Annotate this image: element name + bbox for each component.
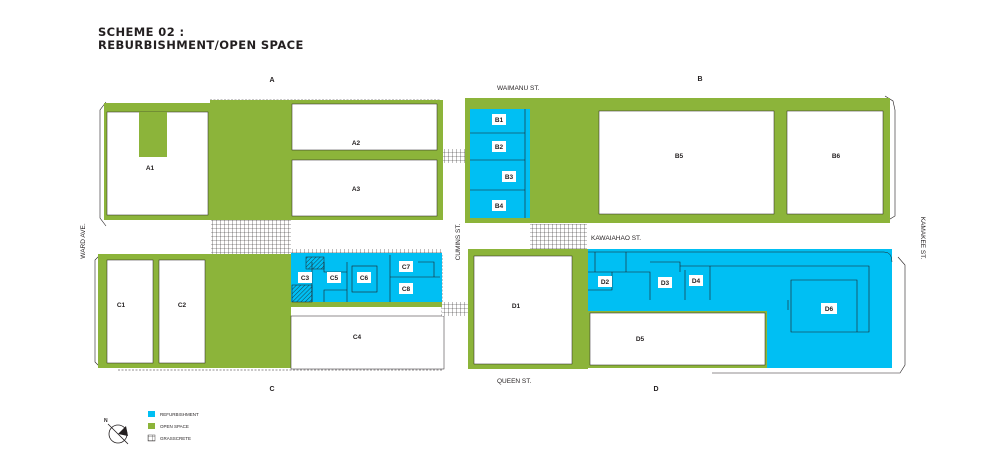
tag-c3 (298, 272, 312, 283)
block-label-b: B (697, 76, 702, 83)
d-dividers (588, 252, 870, 333)
building-c4 (290, 315, 445, 370)
legend-label-grasscrete: GRASSCRETE (160, 436, 191, 441)
tag-d6 (821, 303, 837, 314)
block-label-a: A (269, 77, 274, 84)
label-c5: C5 (330, 275, 339, 282)
label-b2: B2 (495, 144, 504, 151)
north-pointer (118, 426, 128, 436)
tag-d3 (658, 277, 672, 288)
street-cumins: CUMINS ST. (455, 223, 462, 260)
legend-label-refurbishment: REFURBISHMENT (160, 412, 199, 417)
c-grasscrete-strip (291, 249, 442, 253)
building-c6 (351, 265, 378, 293)
block-a (99, 99, 443, 227)
street-queen: QUEEN ST. (497, 378, 532, 385)
tag-c5 (327, 272, 341, 283)
label-d5: D5 (636, 336, 645, 343)
legend-label-open-space: OPEN SPACE (160, 424, 189, 429)
d-outline-top (588, 251, 893, 263)
street-kamakee: KAMAKEE ST. (919, 217, 926, 260)
tag-b2 (492, 141, 506, 152)
legend-swatch-refurbishment (148, 411, 155, 417)
block-b (465, 95, 896, 223)
label-b6: B6 (832, 153, 841, 160)
label-c3: C3 (301, 275, 310, 282)
building-d5 (589, 312, 766, 366)
legend-swatch-grasscrete (147, 434, 156, 442)
c3-hatch-lower (291, 284, 313, 303)
label-b1: B1 (495, 117, 504, 124)
label-c6: C6 (360, 275, 369, 282)
tag-b1 (492, 114, 506, 125)
grasscrete-a-b-link (443, 149, 465, 163)
label-d6: D6 (825, 306, 834, 313)
block-d (468, 249, 906, 374)
label-d1: D1 (512, 303, 521, 310)
grasscrete-kawaiahao-crossing (530, 224, 587, 249)
label-d2: D2 (601, 279, 610, 286)
a1-courtyard (139, 112, 167, 157)
label-a3: A3 (352, 186, 361, 193)
tag-c6 (357, 272, 371, 283)
block-d-curb (712, 256, 906, 374)
label-b3: B3 (505, 174, 514, 181)
label-b4: B4 (495, 203, 504, 210)
building-a2 (291, 103, 438, 151)
label-c8: C8 (402, 286, 411, 293)
page-title: SCHEME 02 : REBURBISHMENT/OPEN SPACE (98, 26, 304, 52)
tag-d2 (598, 276, 612, 287)
block-c (94, 249, 445, 371)
c-dividers-east (389, 255, 440, 302)
c3-hatch-upper (305, 256, 325, 270)
label-c4: C4 (353, 334, 362, 341)
building-a3 (291, 159, 438, 217)
grasscrete-c-d-link (442, 302, 468, 316)
block-c-curb (94, 254, 101, 368)
north-label: N (104, 418, 108, 424)
block-a-curb (99, 101, 107, 227)
block-label-d: D (653, 386, 658, 393)
title-line-2: REBURBISHMENT/OPEN SPACE (98, 38, 304, 52)
building-b6 (786, 110, 884, 215)
grasscrete-ward-crossing (211, 220, 291, 254)
legend: REFURBISHMENT OPEN SPACE GRASSCRETE (147, 411, 199, 442)
tag-d4 (689, 275, 703, 286)
north-arrow: N (104, 418, 129, 445)
tag-c7 (399, 261, 413, 272)
label-a2: A2 (352, 140, 361, 147)
building-c2 (158, 259, 206, 364)
label-c7: C7 (402, 264, 411, 271)
block-label-c: C (269, 386, 274, 393)
block-b-curb (884, 95, 896, 223)
street-waimanu: WAIMANU ST. (497, 85, 540, 92)
label-d3: D3 (661, 280, 670, 287)
b-dividers (470, 109, 526, 218)
street-kawaiahao: KAWAIAHAO ST. (591, 235, 641, 242)
building-c1 (106, 259, 154, 364)
label-c1: C1 (117, 302, 126, 309)
tag-b3 (502, 171, 516, 182)
grasscrete-crossings (211, 149, 587, 316)
label-a1: A1 (146, 165, 155, 172)
label-b5: B5 (675, 153, 684, 160)
refurb-b1-b4 (470, 109, 530, 218)
street-ward: WARD AVE. (80, 223, 87, 259)
label-d4: D4 (692, 278, 701, 285)
label-c2: C2 (178, 302, 187, 309)
block-a-open-space (210, 100, 291, 220)
title-line-1: SCHEME 02 : (98, 25, 185, 39)
tag-b4 (492, 200, 506, 211)
legend-swatch-open-space (148, 423, 155, 429)
building-d1 (473, 255, 573, 365)
tag-c8 (399, 283, 413, 294)
building-b5 (598, 110, 775, 215)
